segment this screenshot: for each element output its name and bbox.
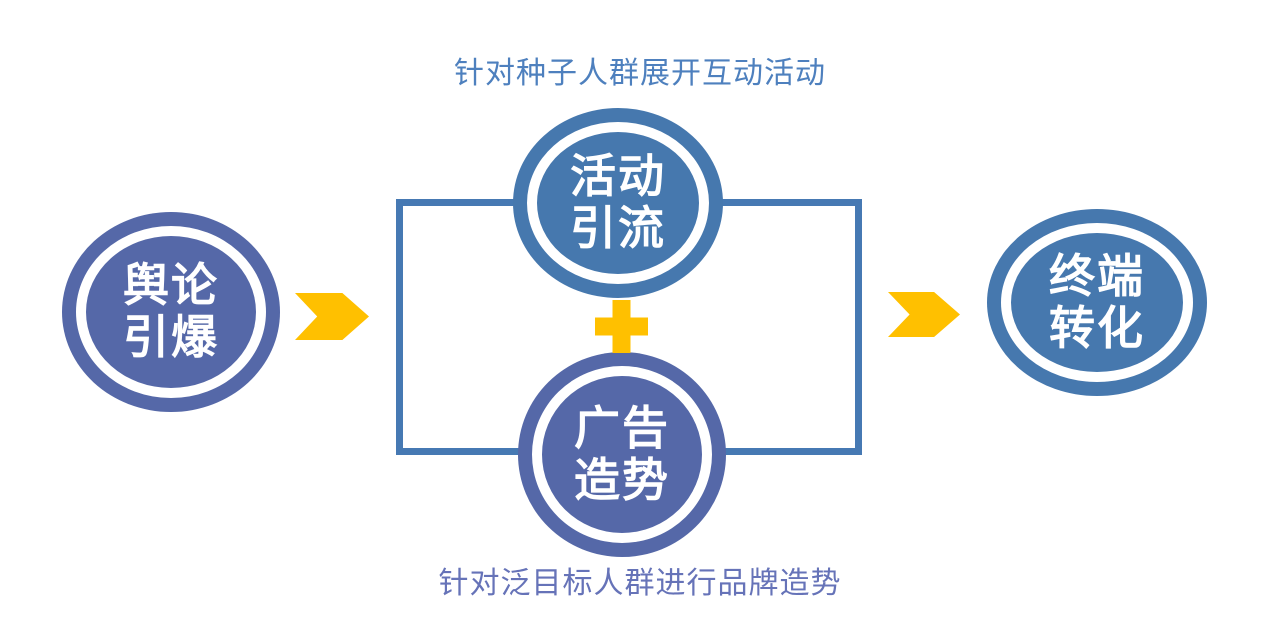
chevron-right-icon-left [295, 293, 369, 340]
node-white-ring [76, 226, 266, 398]
node-white-ring [532, 366, 712, 543]
node-white-ring [1001, 223, 1193, 382]
node-activity-drainage-label: 活动 引流 [570, 150, 666, 254]
bottom-annotation: 针对泛目标人群进行品牌造势 [438, 567, 842, 600]
node-terminal-conversion-label: 终端 转化 [1049, 249, 1145, 354]
node-opinion-ignite-label: 舆论 引爆 [123, 259, 219, 363]
node-activity-drainage: 活动 引流 [513, 108, 723, 298]
node-ad-momentum: 广告 造势 [518, 352, 726, 557]
chevron-right-icon-right [888, 292, 960, 337]
node-opinion-ignite: 舆论 引爆 [62, 212, 280, 412]
node-white-ring [527, 122, 709, 284]
node-terminal-conversion: 终端 转化 [987, 209, 1207, 396]
node-ad-momentum-label: 广告 造势 [574, 401, 670, 506]
top-annotation: 针对种子人群展开互动活动 [454, 57, 826, 90]
